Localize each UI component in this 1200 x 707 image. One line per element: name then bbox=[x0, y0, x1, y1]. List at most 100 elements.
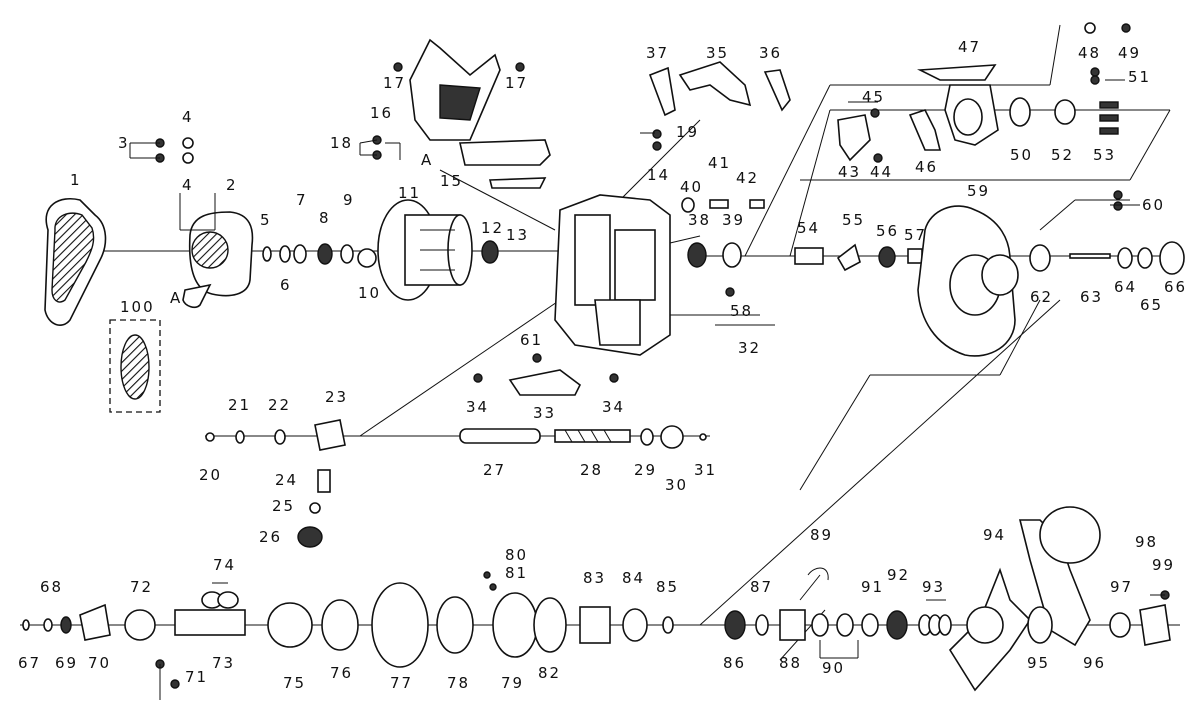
callout-28: 28 bbox=[580, 461, 603, 479]
callout-40: 40 bbox=[680, 178, 703, 196]
callout-94: 94 bbox=[983, 526, 1006, 544]
pins-58-32 bbox=[715, 287, 775, 326]
callout-72: 72 bbox=[130, 578, 153, 596]
callout-31: 31 bbox=[694, 461, 717, 479]
callout-7: 7 bbox=[296, 191, 308, 209]
callout-98: 98 bbox=[1135, 533, 1158, 551]
callout-47: 47 bbox=[958, 38, 981, 56]
callout-42: 42 bbox=[736, 169, 759, 187]
callout-2: 2 bbox=[226, 176, 238, 194]
callout-61: 61 bbox=[520, 331, 543, 349]
main-frame bbox=[554, 194, 671, 356]
callout-60: 60 bbox=[1142, 196, 1165, 214]
callout-100: 100 bbox=[120, 298, 155, 316]
callout-34b: 34 bbox=[602, 398, 625, 416]
reference-mark-a-top: A bbox=[421, 151, 433, 169]
top-cover bbox=[409, 38, 501, 141]
callout-35: 35 bbox=[706, 44, 729, 62]
callout-93: 93 bbox=[922, 578, 945, 596]
side-cover-left bbox=[44, 198, 107, 326]
drag-parts-62-66 bbox=[1029, 241, 1185, 275]
callout-55: 55 bbox=[842, 211, 865, 229]
callout-76: 76 bbox=[330, 664, 353, 682]
callout-58: 58 bbox=[730, 302, 753, 320]
callout-13: 13 bbox=[506, 226, 529, 244]
callout-41: 41 bbox=[708, 154, 731, 172]
callout-29: 29 bbox=[634, 461, 657, 479]
callout-91: 91 bbox=[861, 578, 884, 596]
callout-36: 36 bbox=[759, 44, 782, 62]
callout-54: 54 bbox=[797, 219, 820, 237]
callout-39: 39 bbox=[722, 211, 745, 229]
reference-mark-a-left: A bbox=[170, 289, 182, 307]
plates-15-18 bbox=[155, 62, 551, 189]
callout-32: 32 bbox=[738, 339, 761, 357]
right-side-plate bbox=[917, 205, 1019, 357]
callout-27: 27 bbox=[483, 461, 506, 479]
callout-46: 46 bbox=[915, 158, 938, 176]
callout-86: 86 bbox=[723, 654, 746, 672]
side-plate-with-dial bbox=[182, 211, 254, 308]
callout-12: 12 bbox=[481, 219, 504, 237]
callout-65: 65 bbox=[1140, 296, 1163, 314]
callout-71: 71 bbox=[185, 668, 208, 686]
callout-17a: 17 bbox=[383, 74, 406, 92]
callout-68: 68 bbox=[40, 578, 63, 596]
callout-26: 26 bbox=[259, 528, 282, 546]
callout-78: 78 bbox=[447, 674, 470, 692]
spool bbox=[377, 199, 473, 301]
callout-80: 80 bbox=[505, 546, 528, 564]
inset-part-100 bbox=[109, 319, 161, 413]
callout-leaders bbox=[129, 79, 1165, 700]
callout-8: 8 bbox=[319, 209, 331, 227]
callout-92: 92 bbox=[887, 566, 910, 584]
callout-95: 95 bbox=[1027, 654, 1050, 672]
callout-48: 48 bbox=[1078, 44, 1101, 62]
callout-87: 87 bbox=[750, 578, 773, 596]
callout-33: 33 bbox=[533, 404, 556, 422]
callout-51: 51 bbox=[1128, 68, 1151, 86]
callout-45: 45 bbox=[862, 88, 885, 106]
callout-9: 9 bbox=[343, 191, 355, 209]
callout-67: 67 bbox=[18, 654, 41, 672]
callout-15: 15 bbox=[440, 172, 463, 190]
callout-16: 16 bbox=[370, 104, 393, 122]
clutch-parts-35-37 bbox=[648, 61, 791, 117]
callout-17b: 17 bbox=[505, 74, 528, 92]
callout-19: 19 bbox=[676, 123, 699, 141]
callout-73: 73 bbox=[212, 654, 235, 672]
callout-81: 81 bbox=[505, 564, 528, 582]
callout-79: 79 bbox=[501, 674, 524, 692]
callout-99: 99 bbox=[1152, 556, 1175, 574]
bearing-12 bbox=[481, 240, 499, 264]
gear-row-bottom bbox=[22, 506, 1171, 692]
callout-24: 24 bbox=[275, 471, 298, 489]
callout-20: 20 bbox=[199, 466, 222, 484]
callout-89: 89 bbox=[810, 526, 833, 544]
callout-63: 63 bbox=[1080, 288, 1103, 306]
callout-84: 84 bbox=[622, 569, 645, 587]
callout-25: 25 bbox=[272, 497, 295, 515]
callout-37: 37 bbox=[646, 44, 669, 62]
callout-4b: 4 bbox=[182, 176, 194, 194]
callout-50: 50 bbox=[1010, 146, 1033, 164]
callout-96: 96 bbox=[1083, 654, 1106, 672]
callout-69: 69 bbox=[55, 654, 78, 672]
callout-77: 77 bbox=[390, 674, 413, 692]
bearings-38-42 bbox=[681, 197, 765, 268]
pinion-parts-54-57 bbox=[794, 243, 923, 272]
callout-5: 5 bbox=[260, 211, 272, 229]
part-33-34-61 bbox=[473, 353, 619, 396]
screws-60 bbox=[1113, 190, 1123, 211]
callout-4a: 4 bbox=[182, 108, 194, 126]
callout-88: 88 bbox=[779, 654, 802, 672]
callout-70: 70 bbox=[88, 654, 111, 672]
callout-49: 49 bbox=[1118, 44, 1141, 62]
callout-labels: 1 2 3 4 4 5 6 7 8 9 10 11 12 13 14 15 16… bbox=[18, 38, 1187, 692]
callout-66: 66 bbox=[1164, 278, 1187, 296]
callout-52: 52 bbox=[1051, 146, 1074, 164]
callout-85: 85 bbox=[656, 578, 679, 596]
callout-97: 97 bbox=[1110, 578, 1133, 596]
callout-64: 64 bbox=[1114, 278, 1137, 296]
callout-43: 43 bbox=[838, 163, 861, 181]
